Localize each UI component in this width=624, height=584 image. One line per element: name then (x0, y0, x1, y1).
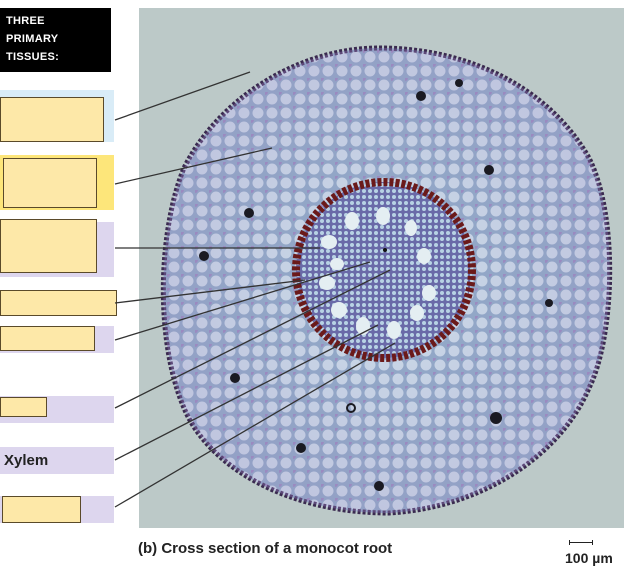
scale-bar-line (569, 540, 593, 545)
xylem-label: Xylem (4, 452, 49, 469)
header-line-2: PRIMARY (6, 33, 59, 45)
figure-caption: (b) Cross section of a monocot root (138, 540, 393, 557)
monocot-root-micrograph (139, 8, 624, 528)
root-cross-section-illustration (160, 45, 613, 516)
answer-box-vascular-6[interactable] (2, 496, 81, 523)
vascular-band-xylem (0, 447, 114, 474)
answer-box-vascular-3[interactable] (0, 326, 95, 351)
answer-box-dermal[interactable] (0, 97, 104, 142)
header-line-3: TISSUES: (6, 51, 60, 63)
header-line-1: THREE (6, 15, 45, 27)
answer-box-vascular-2[interactable] (0, 290, 117, 316)
scale-bar-label: 100 µm (565, 550, 613, 566)
three-primary-tissues-header: THREE PRIMARY TISSUES: (0, 8, 111, 72)
answer-box-vascular-4[interactable] (0, 397, 47, 417)
answer-box-vascular-1[interactable] (0, 219, 97, 273)
answer-box-ground[interactable] (3, 158, 97, 208)
